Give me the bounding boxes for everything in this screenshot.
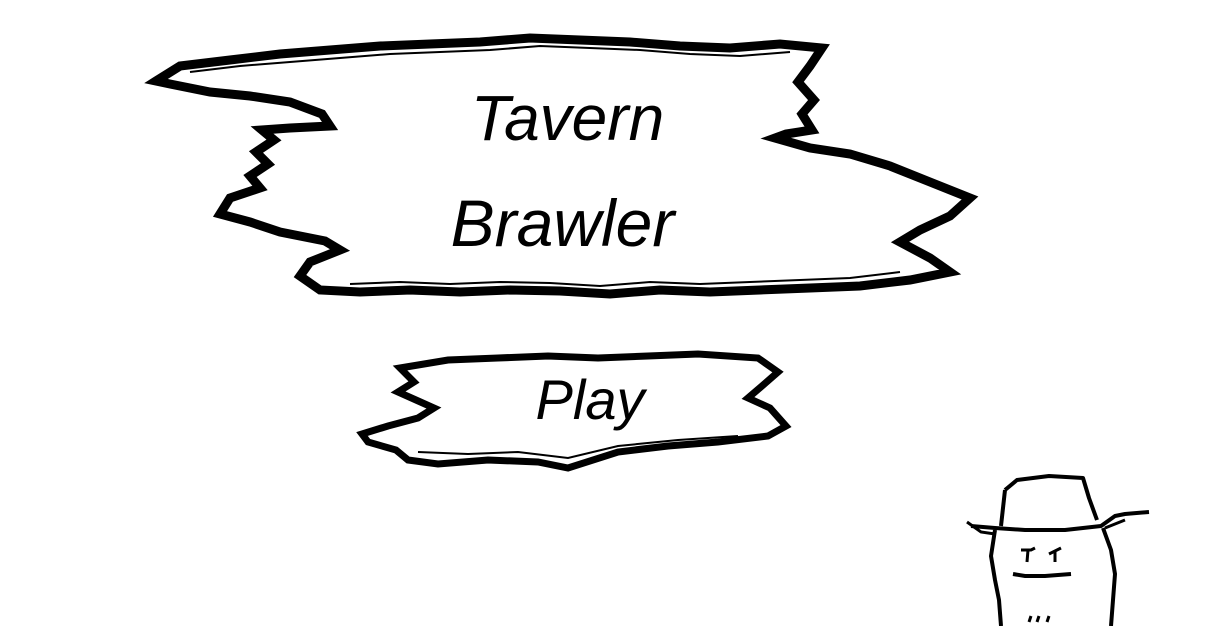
brawler-character (965, 470, 1155, 626)
game-title-line-2: Brawler (450, 186, 675, 260)
play-button[interactable]: Play (356, 350, 794, 474)
game-title-banner: Tavern Brawler (144, 33, 979, 299)
play-frame-icon (356, 350, 792, 472)
brawler-with-hat-icon (966, 474, 1150, 626)
game-title-line-1: Tavern (470, 82, 665, 154)
title-frame-icon (144, 33, 979, 299)
